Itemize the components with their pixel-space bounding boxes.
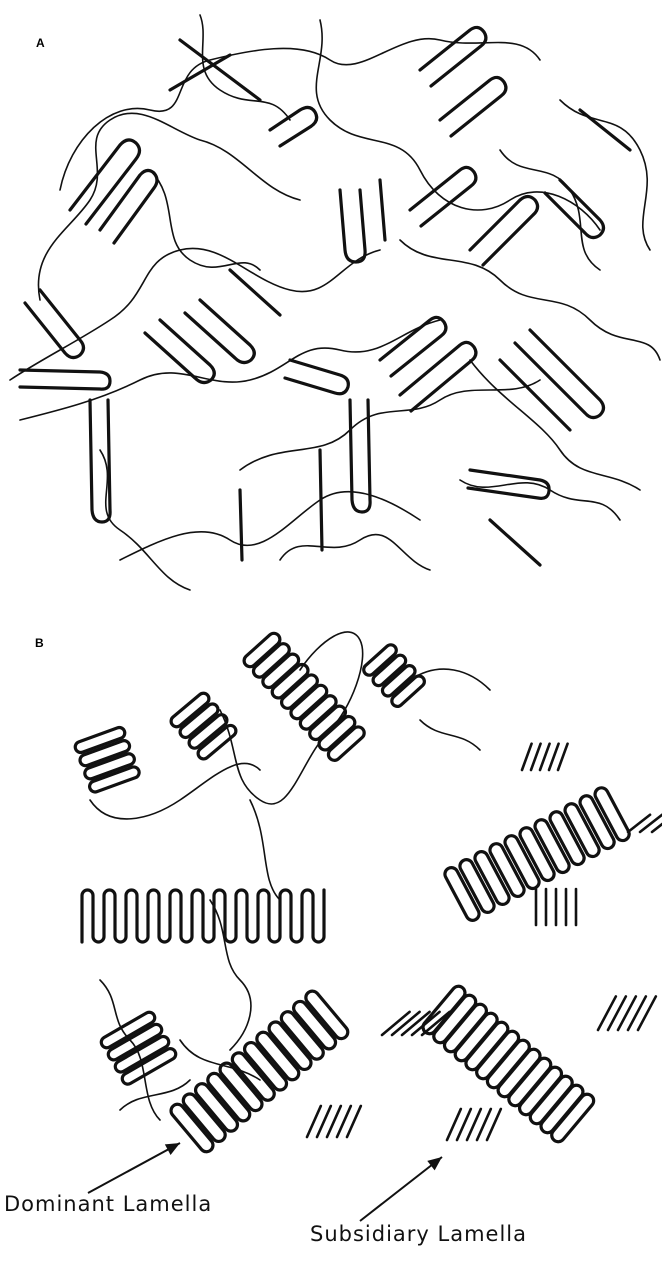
stem-a-26 bbox=[240, 490, 242, 560]
chain-a-14 bbox=[280, 534, 430, 570]
stem-a-7 bbox=[340, 190, 365, 262]
arr-dom-shaft bbox=[88, 1143, 180, 1193]
stem-a-9 bbox=[410, 167, 476, 226]
chain-a-12 bbox=[100, 450, 190, 590]
subsidiary-lamella-7 bbox=[628, 815, 662, 832]
s7-tick-1 bbox=[628, 815, 650, 832]
chain-a-16 bbox=[500, 150, 600, 270]
stem-a-24 bbox=[350, 400, 370, 512]
chain-a-3 bbox=[10, 248, 380, 380]
chain-a-9 bbox=[460, 480, 620, 520]
stem-a-5 bbox=[420, 27, 486, 86]
stem-a-15 bbox=[25, 290, 84, 358]
s1-tick-5 bbox=[558, 744, 568, 770]
chain-a-7 bbox=[240, 380, 540, 470]
serp-path bbox=[82, 890, 324, 942]
caption-dominant-lamella: Dominant Lamella bbox=[4, 1192, 212, 1216]
stem-a-13 bbox=[230, 270, 280, 315]
arr-sub-shaft bbox=[360, 1157, 442, 1221]
caption-subsidiary-lamella: Subsidiary Lamella bbox=[310, 1222, 527, 1246]
stem-a-11 bbox=[545, 180, 604, 238]
chain-a-8 bbox=[120, 492, 420, 560]
stem-a-25 bbox=[320, 450, 322, 550]
lamella-b-lower-left bbox=[101, 1012, 175, 1084]
panel-b-drawing bbox=[0, 600, 662, 1263]
subsidiary-lamella-3 bbox=[598, 996, 656, 1030]
stem-a-22 bbox=[500, 360, 570, 430]
stem-a-8 bbox=[380, 180, 385, 240]
s3-tick-3 bbox=[618, 996, 636, 1030]
chain-a-6 bbox=[400, 240, 660, 360]
panel-b-lamellae: B Dominant L bbox=[0, 600, 662, 1263]
subsidiary-lamella-1 bbox=[522, 744, 568, 770]
arrow-subsidiary bbox=[360, 1157, 442, 1221]
chain-a-5 bbox=[316, 20, 600, 230]
stem-a-2 bbox=[100, 170, 157, 243]
s3-tick-4 bbox=[628, 996, 646, 1030]
stem-a-21 bbox=[515, 330, 604, 418]
arr-sub-head bbox=[427, 1157, 442, 1170]
stem-a-10 bbox=[470, 197, 538, 266]
chain-a-11 bbox=[200, 15, 290, 120]
s1-tick-3 bbox=[540, 744, 550, 770]
stem-a-29 bbox=[580, 110, 630, 150]
chain-b-3 bbox=[420, 720, 480, 750]
lamella-b-serpentine bbox=[82, 890, 324, 942]
stem-a-6 bbox=[440, 77, 506, 136]
chain-a-13 bbox=[470, 360, 640, 490]
s3-tick-1 bbox=[598, 996, 616, 1030]
chain-a-2 bbox=[38, 113, 300, 300]
s1-tick-4 bbox=[549, 744, 559, 770]
lamella-b-dominant-center bbox=[244, 633, 424, 760]
chain-b-5 bbox=[210, 900, 251, 1050]
s1-tick-2 bbox=[531, 744, 541, 770]
arrow-dominant bbox=[88, 1143, 180, 1193]
stem-a-4 bbox=[270, 107, 317, 146]
subsidiary-lamella-6 bbox=[447, 1109, 501, 1140]
s7-tick-2 bbox=[640, 815, 662, 832]
lamella-b-dominant-lower-right bbox=[423, 986, 594, 1141]
stem-a-16 bbox=[20, 370, 110, 389]
panel-a-amorphous-network: A bbox=[0, 0, 662, 600]
subsidiary-lamella-5 bbox=[307, 1106, 361, 1137]
stem-a-27 bbox=[490, 520, 540, 565]
stem-a-17 bbox=[90, 400, 110, 522]
s1-tick-1 bbox=[522, 744, 532, 770]
s3-tick-2 bbox=[608, 996, 626, 1030]
panel-a-drawing bbox=[0, 0, 662, 600]
stem-a-18 bbox=[285, 360, 348, 394]
chain-b-9 bbox=[250, 800, 280, 900]
s3-tick-5 bbox=[638, 996, 656, 1030]
stem-a-19 bbox=[380, 317, 446, 376]
subsidiary-lamella-2 bbox=[536, 889, 576, 925]
